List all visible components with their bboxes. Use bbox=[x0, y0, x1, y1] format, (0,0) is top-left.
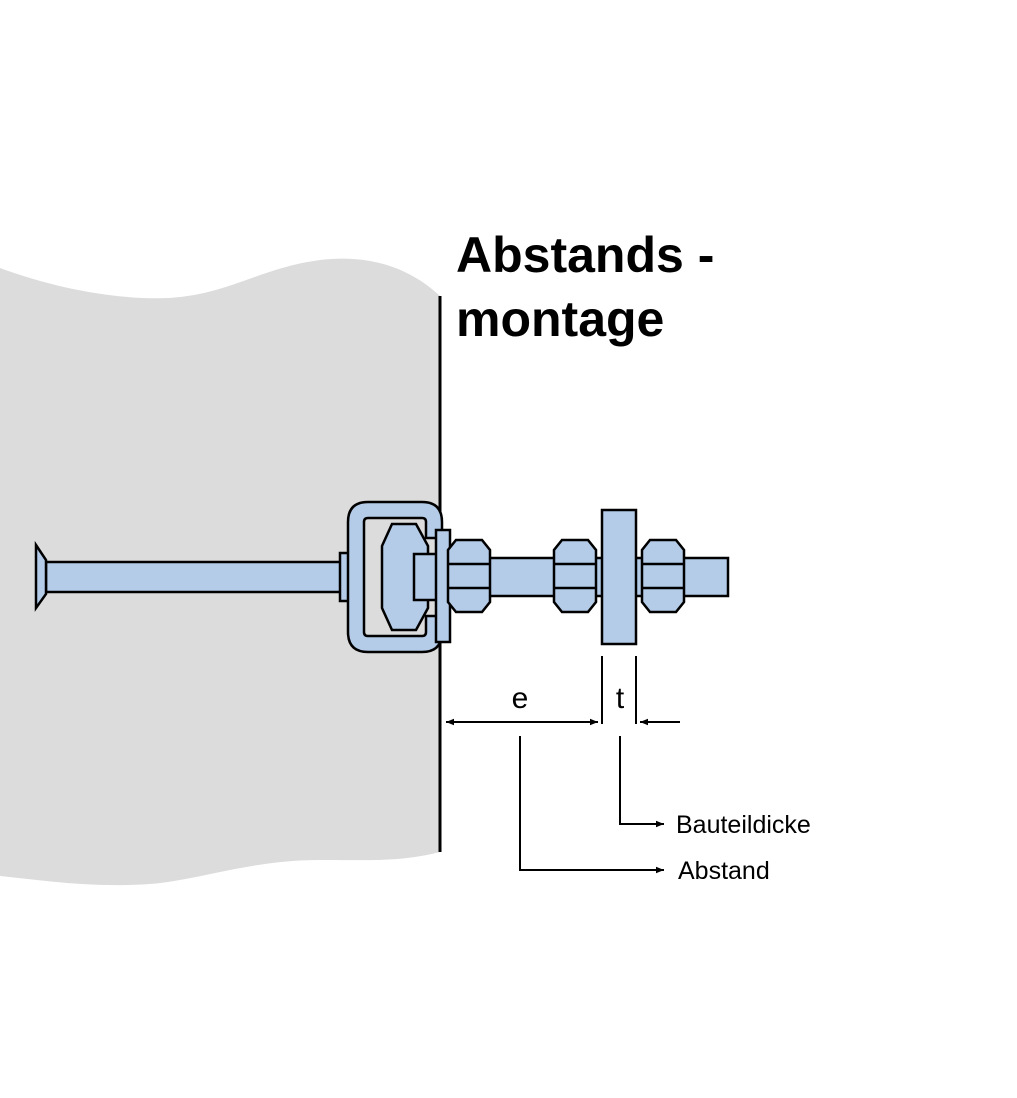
title-line-2: montage bbox=[456, 291, 664, 347]
dimension-e-label: e bbox=[512, 682, 529, 715]
dimension-lines bbox=[446, 656, 680, 874]
callout-abstand: Abstand bbox=[678, 857, 770, 885]
nut-wall bbox=[446, 538, 492, 614]
component-plate bbox=[600, 508, 638, 646]
anchor-channel bbox=[346, 500, 452, 654]
dimension-t-label: t bbox=[616, 682, 625, 715]
nut-outer bbox=[640, 538, 686, 614]
callout-bauteildicke: Bauteildicke bbox=[676, 811, 811, 839]
nut-inner bbox=[552, 538, 598, 614]
title-line-1: Abstands - bbox=[456, 227, 714, 283]
